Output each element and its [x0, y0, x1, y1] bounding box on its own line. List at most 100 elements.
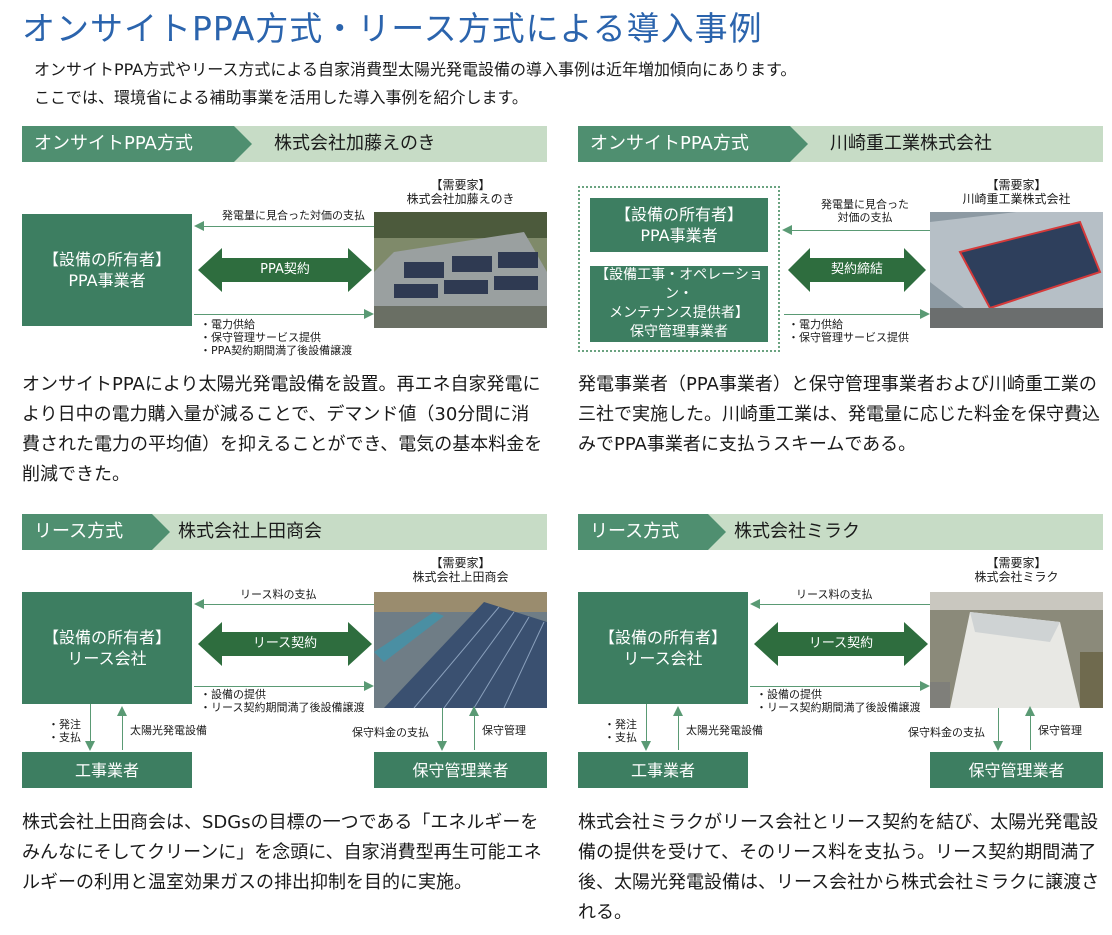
maint-line [474, 710, 475, 750]
provider-group [578, 186, 780, 352]
demand-name: 株式会社加藤えのき [406, 192, 515, 206]
supply-line [194, 314, 366, 315]
note-1: ・電力供給 [200, 318, 255, 331]
maintenance-label: 【設備工事・オペレーション・ [595, 267, 763, 302]
owner-label: 【設備の所有者】 [614, 205, 743, 224]
ueda-description: 株式会社上田商会は、SDGsの目標の一つである「エネルギーをみんなにそしてクリー… [22, 812, 542, 893]
top-note: リース料の支払 [796, 588, 873, 601]
right-arrowhead [920, 309, 930, 319]
solar-line [678, 710, 679, 750]
owner-name: PPA事業者 [68, 271, 146, 290]
owner-box: 【設備の所有者】 PPA事業者 [22, 214, 192, 326]
supply-line [784, 314, 922, 315]
top-note: 発電量に見合った 対価の支払 [810, 198, 920, 224]
demand-name: 株式会社ミラク [974, 570, 1059, 584]
maint-line [1030, 710, 1031, 750]
intro-line-1: オンサイトPPA方式やリース方式による自家消費型太陽光発電設備の導入事例は近年増… [34, 60, 797, 79]
case-miraku: リース方式 株式会社ミラク 【設備の所有者】 リース会社 【需要家】 株式会社ミ… [578, 514, 1103, 874]
contractor-box: 工事業者 [578, 752, 748, 788]
fee-line [442, 708, 443, 746]
demand-name: 株式会社上田商会 [412, 570, 509, 584]
maintainer-box: 保守管理業者 [374, 752, 547, 788]
top-note: 発電量に見合った対価の支払 [222, 209, 365, 222]
supply-line [750, 686, 922, 687]
roof-solar-illustration [374, 592, 547, 708]
case-kawasaki: オンサイトPPA方式 川崎重工業株式会社 【設備の所有者】 PPA事業者 【設備… [578, 126, 1103, 486]
company-name: 株式会社上田商会 [178, 521, 322, 542]
payment-line [202, 226, 374, 227]
fee-note: 保守料金の支払 [908, 726, 985, 739]
left-arrowhead [782, 225, 792, 235]
contract-label: 契約締結 [830, 262, 883, 277]
scheme-tag: オンサイトPPA方式 [22, 126, 252, 162]
bottom-notes: ・設備の提供 ・リース契約期間満了後設備譲渡 [200, 688, 364, 714]
contractor-box: 工事業者 [22, 752, 192, 788]
fee-arrowhead [993, 741, 1003, 751]
solar-line [122, 710, 123, 750]
factory-photo-illustration [374, 212, 547, 328]
contract-label: PPA契約 [260, 262, 310, 277]
note-2: ・リース契約期間満了後設備譲渡 [756, 701, 921, 714]
order-line [90, 704, 91, 746]
note-1: ・設備の提供 [756, 688, 822, 701]
demand-photo [374, 592, 547, 708]
demand-name: 川崎重工業株式会社 [962, 192, 1071, 206]
demand-label: 【需要家】 [430, 178, 491, 192]
kato-arrows [194, 221, 374, 319]
top-note-1: 発電量に見合った [821, 198, 909, 211]
fee-arrowhead [437, 741, 447, 751]
payment-line [790, 230, 930, 231]
top-note: リース料の支払 [240, 588, 317, 601]
payment-line [202, 604, 374, 605]
contract-double-arrow [754, 622, 928, 666]
scheme-tag: リース方式 [22, 514, 170, 550]
demand-caption: 【需要家】 株式会社ミラク [930, 556, 1103, 584]
order-note-1: ・発注 [48, 718, 81, 731]
right-arrowhead [364, 681, 374, 691]
case-header: オンサイトPPA方式 株式会社加藤えのき [22, 126, 547, 162]
roof-solar-illustration [930, 212, 1103, 328]
right-arrowhead [920, 681, 930, 691]
demand-label: 【需要家】 [986, 556, 1047, 570]
kawasaki-arrows [782, 225, 930, 319]
owner-name: リース会社 [623, 649, 703, 668]
demand-photo [930, 592, 1103, 708]
owner-box: 【設備の所有者】 リース会社 [578, 592, 748, 704]
fee-line [998, 708, 999, 746]
company-name: 株式会社ミラク [734, 521, 860, 542]
case-description: 発電事業者（PPA事業者）と保守管理事業者および川崎重工業の三社で実施した。川崎… [578, 374, 1100, 455]
intro-line-2: ここでは、環境省による補助事業を活用した導入事例を紹介します。 [34, 88, 528, 107]
case-ueda: リース方式 株式会社上田商会 【設備の所有者】 リース会社 【需要家】 株式会社… [22, 514, 547, 874]
bottom-notes: ・電力供給 ・保守管理サービス提供 [788, 318, 909, 344]
owner-label: 【設備の所有者】 [42, 628, 171, 647]
note-3: ・PPA契約期間満了後設備譲渡 [200, 344, 353, 357]
order-arrowhead [85, 741, 95, 751]
maint-note: 保守管理 [1038, 724, 1082, 737]
page-title: オンサイトPPA方式・リース方式による導入事例 [22, 9, 763, 48]
order-note-1: ・発注 [604, 718, 637, 731]
owner-name: PPA事業者 [640, 226, 718, 245]
scheme-tag: リース方式 [578, 514, 726, 550]
maintenance-box: 【設備工事・オペレーション・ メンテナンス提供者】 保守管理事業者 [590, 266, 768, 342]
note-1: ・設備の提供 [200, 688, 266, 701]
solar-note: 太陽光発電設備 [130, 724, 207, 737]
ueda-arrows [85, 599, 479, 751]
note-1: ・電力供給 [788, 318, 843, 331]
case-header: オンサイトPPA方式 川崎重工業株式会社 [578, 126, 1103, 162]
right-arrowhead [364, 309, 374, 319]
left-arrowhead [194, 599, 204, 609]
order-note-2: ・支払 [604, 731, 637, 744]
demand-photo [374, 212, 547, 328]
order-notes: ・発注 ・支払 [604, 718, 637, 744]
maintainer-box: 保守管理業者 [930, 752, 1103, 788]
payment-line [758, 604, 930, 605]
demand-photo [930, 212, 1103, 328]
case-description: オンサイトPPAにより太陽光発電設備を設置。再エネ自家発電により日中の電力購入量… [22, 374, 543, 485]
solar-note: 太陽光発電設備 [686, 724, 763, 737]
note-2: ・保守管理サービス提供 [788, 331, 909, 344]
demand-caption: 【需要家】 川崎重工業株式会社 [930, 178, 1103, 206]
demand-caption: 【需要家】 株式会社上田商会 [374, 556, 547, 584]
order-arrowhead [641, 741, 651, 751]
bottom-notes: ・電力供給 ・保守管理サービス提供 ・PPA契約期間満了後設備譲渡 [200, 318, 352, 357]
top-note-2: 対価の支払 [837, 211, 893, 224]
